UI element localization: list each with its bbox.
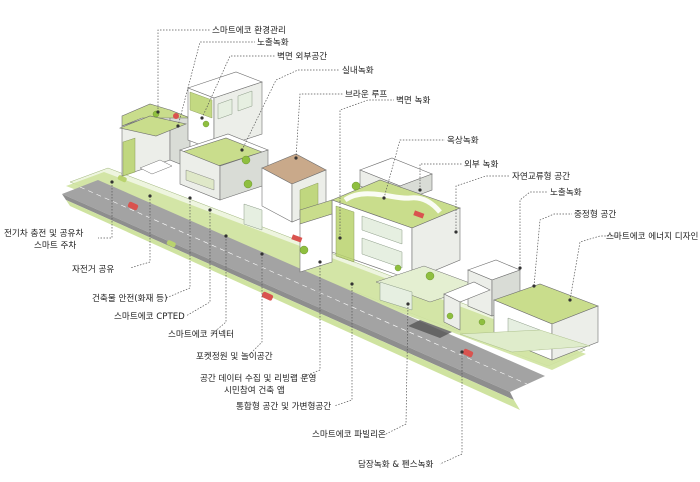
road [62,180,545,392]
red-bench-icon [291,234,303,243]
label-indoor-green: 실내녹화 [342,65,374,76]
label-exposed-green-right: 노출녹화 [550,187,582,198]
label-data-line1: 공간 데이터 수집 및 리빙랩 운영 [200,372,316,384]
car-icon [117,175,127,183]
label-nature-space: 자연교류형 공간 [512,171,570,182]
label-wall-green: 벽면 녹화 [396,95,430,106]
label-exposed-green-top: 노출녹화 [257,37,289,48]
building-right [408,259,599,361]
car-icon [166,240,176,248]
label-pavilion: 스마트에코 파빌리온 [312,429,386,440]
label-exterior-green: 외부 녹화 [464,158,498,170]
leader-lines [98,29,618,465]
labels-bottom: 전기차 충전 및 공유차 스마트 주차 자전거 공유 건축물 안전(화재 등) … [4,227,434,470]
parking-canopy [139,159,173,175]
building-brown-roof [243,153,327,231]
car-icon [462,348,474,358]
building-center [291,157,479,311]
label-cpted: 스마트에코 CPTED [114,311,185,322]
label-wall-exterior-space: 벽면 외부공간 [277,50,327,62]
label-fence: 담장녹화 & 펜스녹화 [358,458,434,470]
label-smart-env: 스마트에코 환경관리 [212,24,286,36]
label-roof-green: 옥상녹화 [447,135,479,146]
rooftop-garden-curve [343,191,442,214]
label-data-line2: 시민참여 건축 앱 [224,384,285,396]
stair-lines [408,320,452,338]
label-energy-design: 스마트에코 에너지 디자인 [606,231,699,242]
leader-dots [110,110,572,354]
car-icon [261,291,274,301]
car-icon [127,201,139,211]
labels-top: 스마트에코 환경관리 노출녹화 벽면 외부공간 실내녹화 브라운 루프 벽면 녹… [212,24,699,242]
building-left [118,103,191,177]
label-integrated: 통합형 공간 및 가변형공간 [236,400,331,412]
label-ev-line1: 전기차 충전 및 공유차 [4,227,83,239]
cars [117,175,474,358]
green-stairs [185,169,215,191]
label-bike: 자전거 공유 [72,264,114,275]
label-ev-line2: 스마트 주차 [34,240,76,251]
label-brown-roof: 브라운 루프 [345,89,387,100]
building-tall [179,71,269,201]
label-courtyard: 중정형 공간 [574,209,616,220]
label-safety: 건축물 안전(화재 등) [92,293,167,304]
label-connector: 스마트에코 커넥터 [168,329,234,340]
label-pocket-park: 포켓정원 및 놀이공간 [196,350,273,362]
lower-verge [66,200,520,410]
red-bench-icon [413,210,425,219]
road-centerline [79,186,528,385]
courtyard-ground [459,329,591,353]
